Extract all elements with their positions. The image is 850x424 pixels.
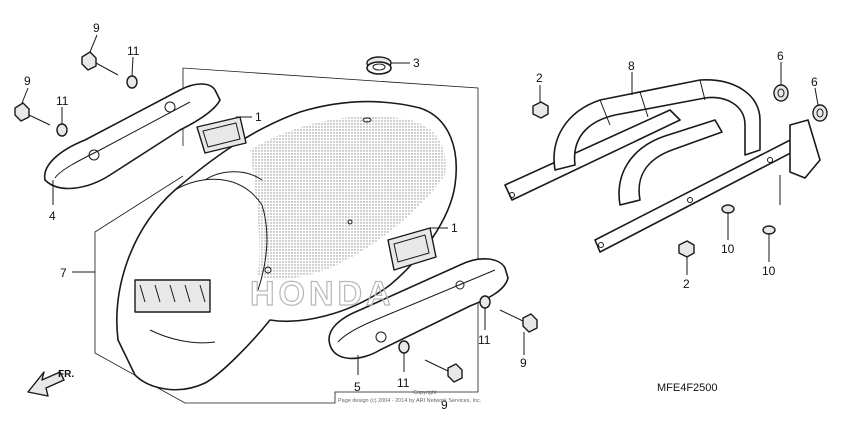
front-arrow-label: FR.	[58, 369, 74, 380]
fender-frame	[504, 79, 821, 253]
callout-6: 6	[777, 49, 784, 63]
callout-11: 11	[56, 94, 69, 108]
callout-11: 11	[397, 376, 410, 390]
screw-10-left	[721, 204, 735, 218]
callout-1: 1	[255, 110, 262, 124]
reflector-upper	[196, 116, 247, 154]
copyright-line-2: Page design (c) 2004 - 2014 by ARI Netwo…	[338, 398, 482, 404]
washer-11-upper	[126, 75, 138, 89]
bolt-9-left	[14, 102, 51, 126]
callout-8: 8	[628, 59, 635, 73]
grommet-6-right	[812, 104, 828, 122]
callout-11: 11	[478, 333, 491, 347]
copyright-line-1: Copyright	[413, 390, 437, 396]
callout-9: 9	[441, 398, 448, 412]
washer-11-lower-left	[398, 340, 410, 354]
callout-9: 9	[520, 356, 527, 370]
bolt-9-lower-right	[499, 309, 538, 333]
bolt-9-upper	[81, 51, 119, 76]
callout-4: 4	[49, 209, 56, 223]
rear-fender	[116, 100, 458, 391]
front-arrow: FR.	[27, 369, 74, 397]
grommet-6-left	[773, 84, 789, 102]
callout-2: 2	[536, 71, 543, 85]
callout-2: 2	[683, 277, 690, 291]
callout-10: 10	[721, 242, 735, 256]
callout-9: 9	[93, 21, 100, 35]
callout-3: 3	[413, 56, 420, 70]
callout-6: 6	[811, 75, 818, 89]
reflector-lower	[387, 227, 437, 271]
callout-7: 7	[60, 266, 67, 280]
bolt-9-lower-left	[424, 359, 463, 383]
callout-9: 9	[24, 74, 31, 88]
callout-1: 1	[451, 221, 458, 235]
nut-2-upper	[532, 101, 549, 119]
right-side-cover	[328, 258, 509, 360]
nut-2-lower	[678, 240, 695, 258]
grommet	[366, 56, 392, 75]
callout-10: 10	[762, 264, 776, 278]
callout-11: 11	[127, 44, 140, 58]
assembly-frame	[94, 67, 479, 404]
washer-11-lower-right	[479, 295, 491, 309]
screw-10-right	[762, 225, 776, 239]
brand-watermark: HONDA	[250, 275, 395, 313]
washer-11-left	[56, 123, 68, 137]
leader-lines	[21, 34, 819, 375]
left-side-cover	[43, 83, 221, 190]
callout-5: 5	[354, 380, 361, 394]
diagram-code: MFE4F2500	[657, 382, 718, 394]
